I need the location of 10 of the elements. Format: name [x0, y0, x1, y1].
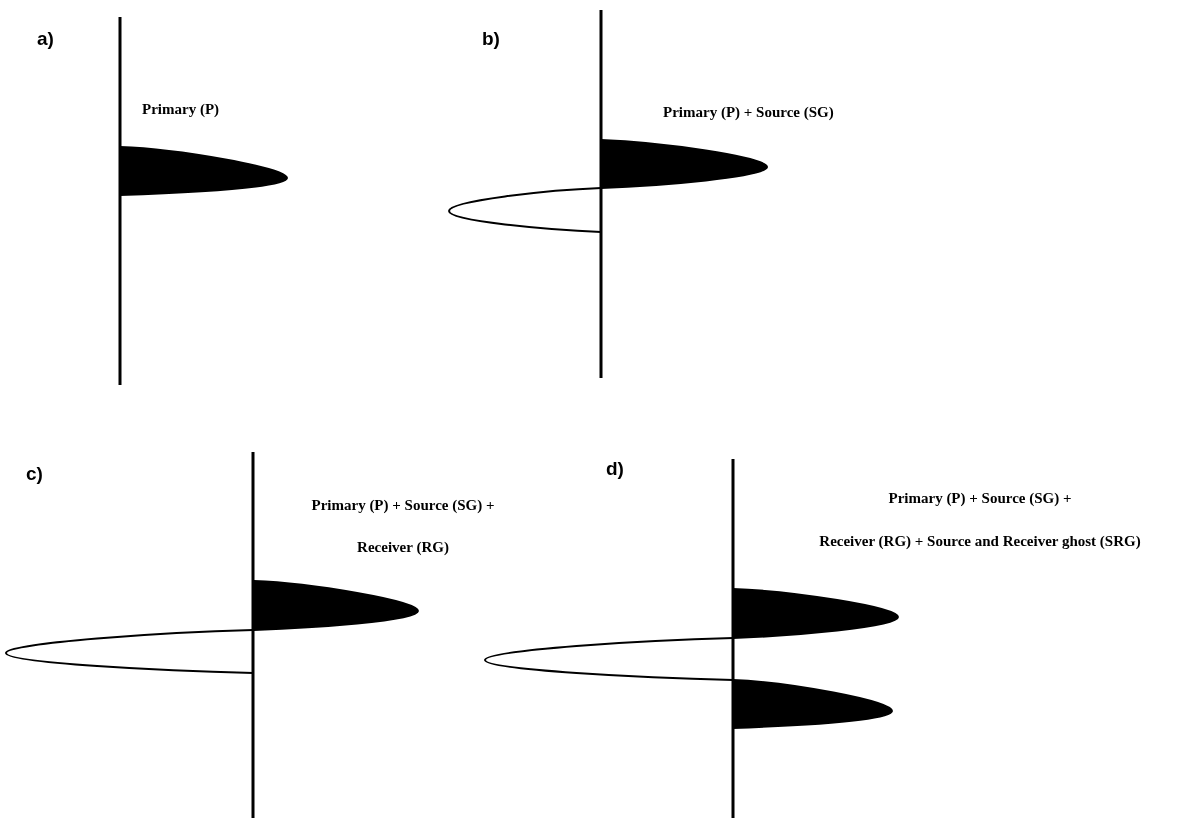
wavelet-caption: Primary (P) + Source (SG) + [311, 498, 495, 513]
panel-label: a) [37, 29, 54, 48]
wavelet-caption: Primary (P) [142, 102, 220, 117]
wavelet-caption: Primary (P) + Source (SG) [663, 105, 834, 120]
wavelet-caption: Receiver (RG) [357, 540, 449, 555]
panel-label: b) [482, 29, 500, 48]
wavelet-caption: Primary (P) + Source (SG) + [888, 491, 1072, 506]
panel-label: c) [26, 464, 43, 483]
wavelet-caption: Receiver (RG) + Source and Receiver ghost (SRG) [819, 534, 1141, 549]
panel-label: d) [606, 459, 624, 478]
